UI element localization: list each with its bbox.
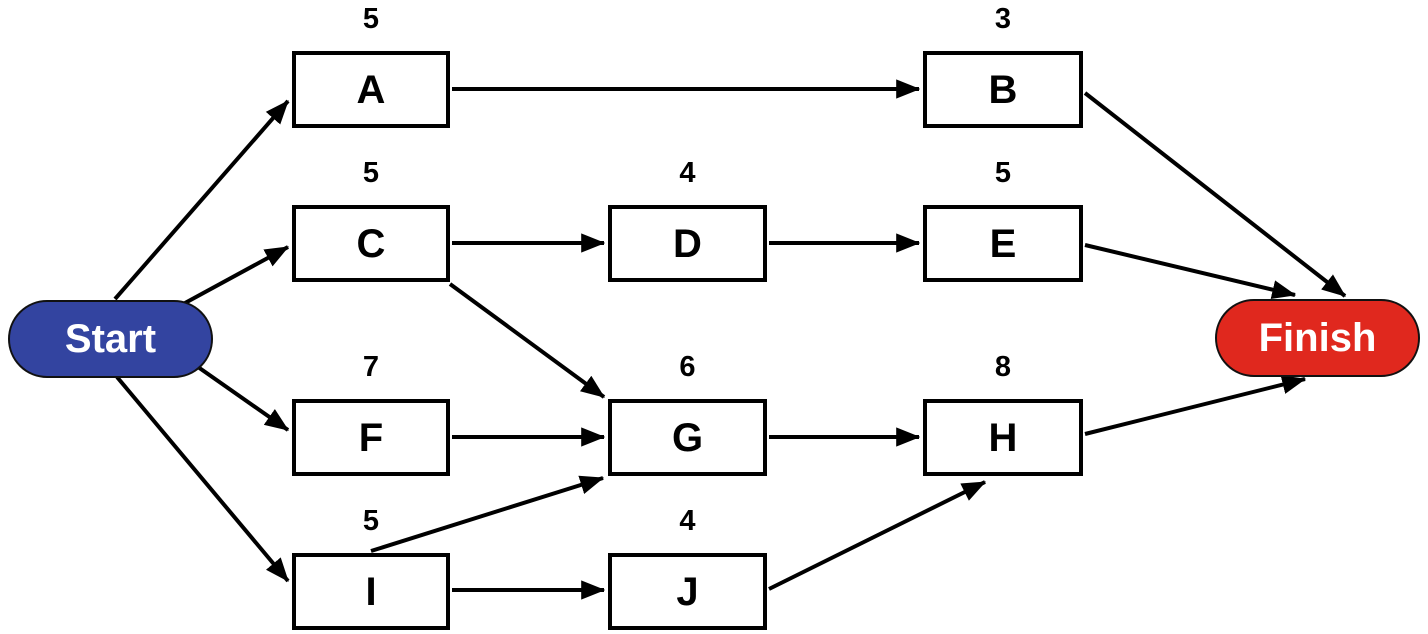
activity-label-c: C bbox=[356, 221, 386, 266]
activity-node-a: 5 A bbox=[292, 3, 450, 128]
duration-label-b: 3 bbox=[994, 3, 1012, 35]
activity-node-h: 8 H bbox=[923, 351, 1083, 476]
activity-label-h: H bbox=[988, 415, 1018, 460]
activity-box-g: G bbox=[608, 399, 767, 476]
activity-box-e: E bbox=[923, 205, 1083, 282]
finish-node-label: Finish bbox=[1258, 315, 1377, 360]
edge-h-finish bbox=[1084, 375, 1307, 436]
activity-label-e: E bbox=[989, 221, 1017, 266]
duration-label-j: 4 bbox=[679, 505, 696, 537]
duration-label-g: 6 bbox=[679, 351, 696, 383]
activity-box-b: B bbox=[923, 51, 1083, 128]
activity-box-f: F bbox=[292, 399, 450, 476]
start-node-label: Start bbox=[64, 316, 157, 361]
activity-box-a: A bbox=[292, 51, 450, 128]
activity-box-j: J bbox=[608, 553, 767, 630]
edge-c-g bbox=[448, 282, 606, 399]
edge-start-c bbox=[184, 245, 290, 305]
duration-label-f: 7 bbox=[362, 351, 380, 383]
activity-node-c: 5 C bbox=[292, 157, 450, 282]
edge-b-finish bbox=[1083, 91, 1347, 298]
duration-label-c: 5 bbox=[362, 157, 380, 189]
edge-j-h bbox=[768, 480, 987, 591]
activity-node-e: 5 E bbox=[923, 157, 1083, 282]
activity-node-f: 7 F bbox=[292, 351, 450, 476]
duration-label-h: 8 bbox=[994, 351, 1012, 383]
activity-node-j: 4 J bbox=[608, 505, 767, 630]
activity-label-a: A bbox=[356, 67, 386, 112]
activity-box-d: D bbox=[608, 205, 767, 282]
activity-box-h: H bbox=[923, 399, 1083, 476]
duration-label-a: 5 bbox=[362, 3, 380, 35]
activity-label-i: I bbox=[365, 569, 377, 614]
duration-label-i: 5 bbox=[362, 505, 380, 537]
activity-node-b: 3 B bbox=[923, 3, 1083, 128]
activity-label-b: B bbox=[988, 67, 1018, 112]
edge-start-f bbox=[196, 365, 290, 432]
activity-label-j: J bbox=[676, 569, 699, 614]
activity-node-d: 4 D bbox=[608, 157, 767, 282]
edge-start-a bbox=[113, 99, 290, 301]
duration-label-d: 4 bbox=[679, 157, 696, 189]
edge-e-finish bbox=[1084, 243, 1297, 300]
finish-node: Finish bbox=[1215, 299, 1420, 377]
edge-i-g bbox=[370, 475, 605, 553]
activity-box-c: C bbox=[292, 205, 450, 282]
activity-label-g: G bbox=[671, 415, 704, 460]
activity-box-i: I bbox=[292, 553, 450, 630]
start-node: Start bbox=[8, 300, 213, 378]
edge-start-i bbox=[115, 375, 290, 583]
activity-node-i: 5 I bbox=[292, 505, 450, 630]
activity-node-g: 6 G bbox=[608, 351, 767, 476]
duration-label-e: 5 bbox=[994, 157, 1012, 189]
activity-label-f: F bbox=[358, 415, 384, 460]
activity-label-d: D bbox=[673, 221, 702, 266]
